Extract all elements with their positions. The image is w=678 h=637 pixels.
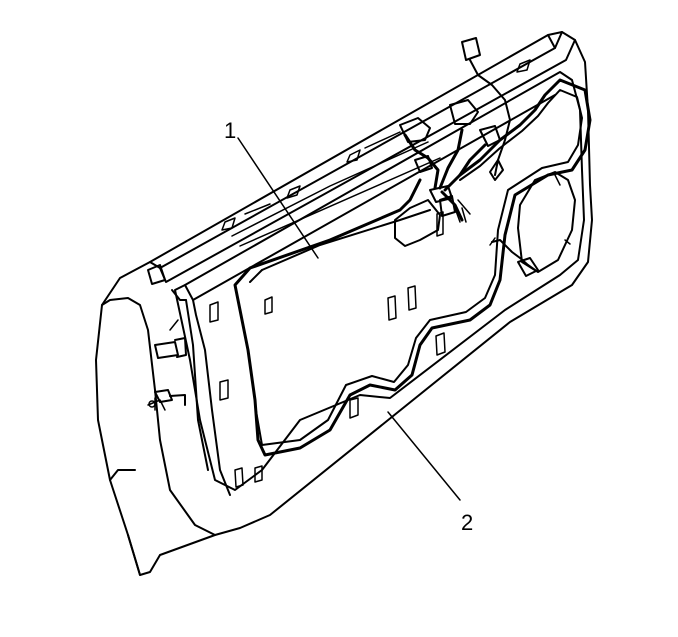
water-deflector: [249, 199, 441, 283]
door-outer-shell: [95, 31, 593, 576]
upper-rail-slots: [221, 59, 531, 247]
speaker-connector: [489, 237, 539, 277]
callout-1-leader: [237, 137, 319, 259]
callout-2-leader: [387, 411, 461, 501]
panel-slots: [209, 211, 446, 488]
wiring-harness: [233, 78, 592, 457]
harness-connector-cluster: [399, 99, 501, 223]
callout-1-label: 1: [224, 118, 236, 143]
top-lead-connector: [461, 37, 511, 181]
hinge-details: [147, 264, 187, 411]
callout-2-label: 2: [461, 510, 473, 535]
